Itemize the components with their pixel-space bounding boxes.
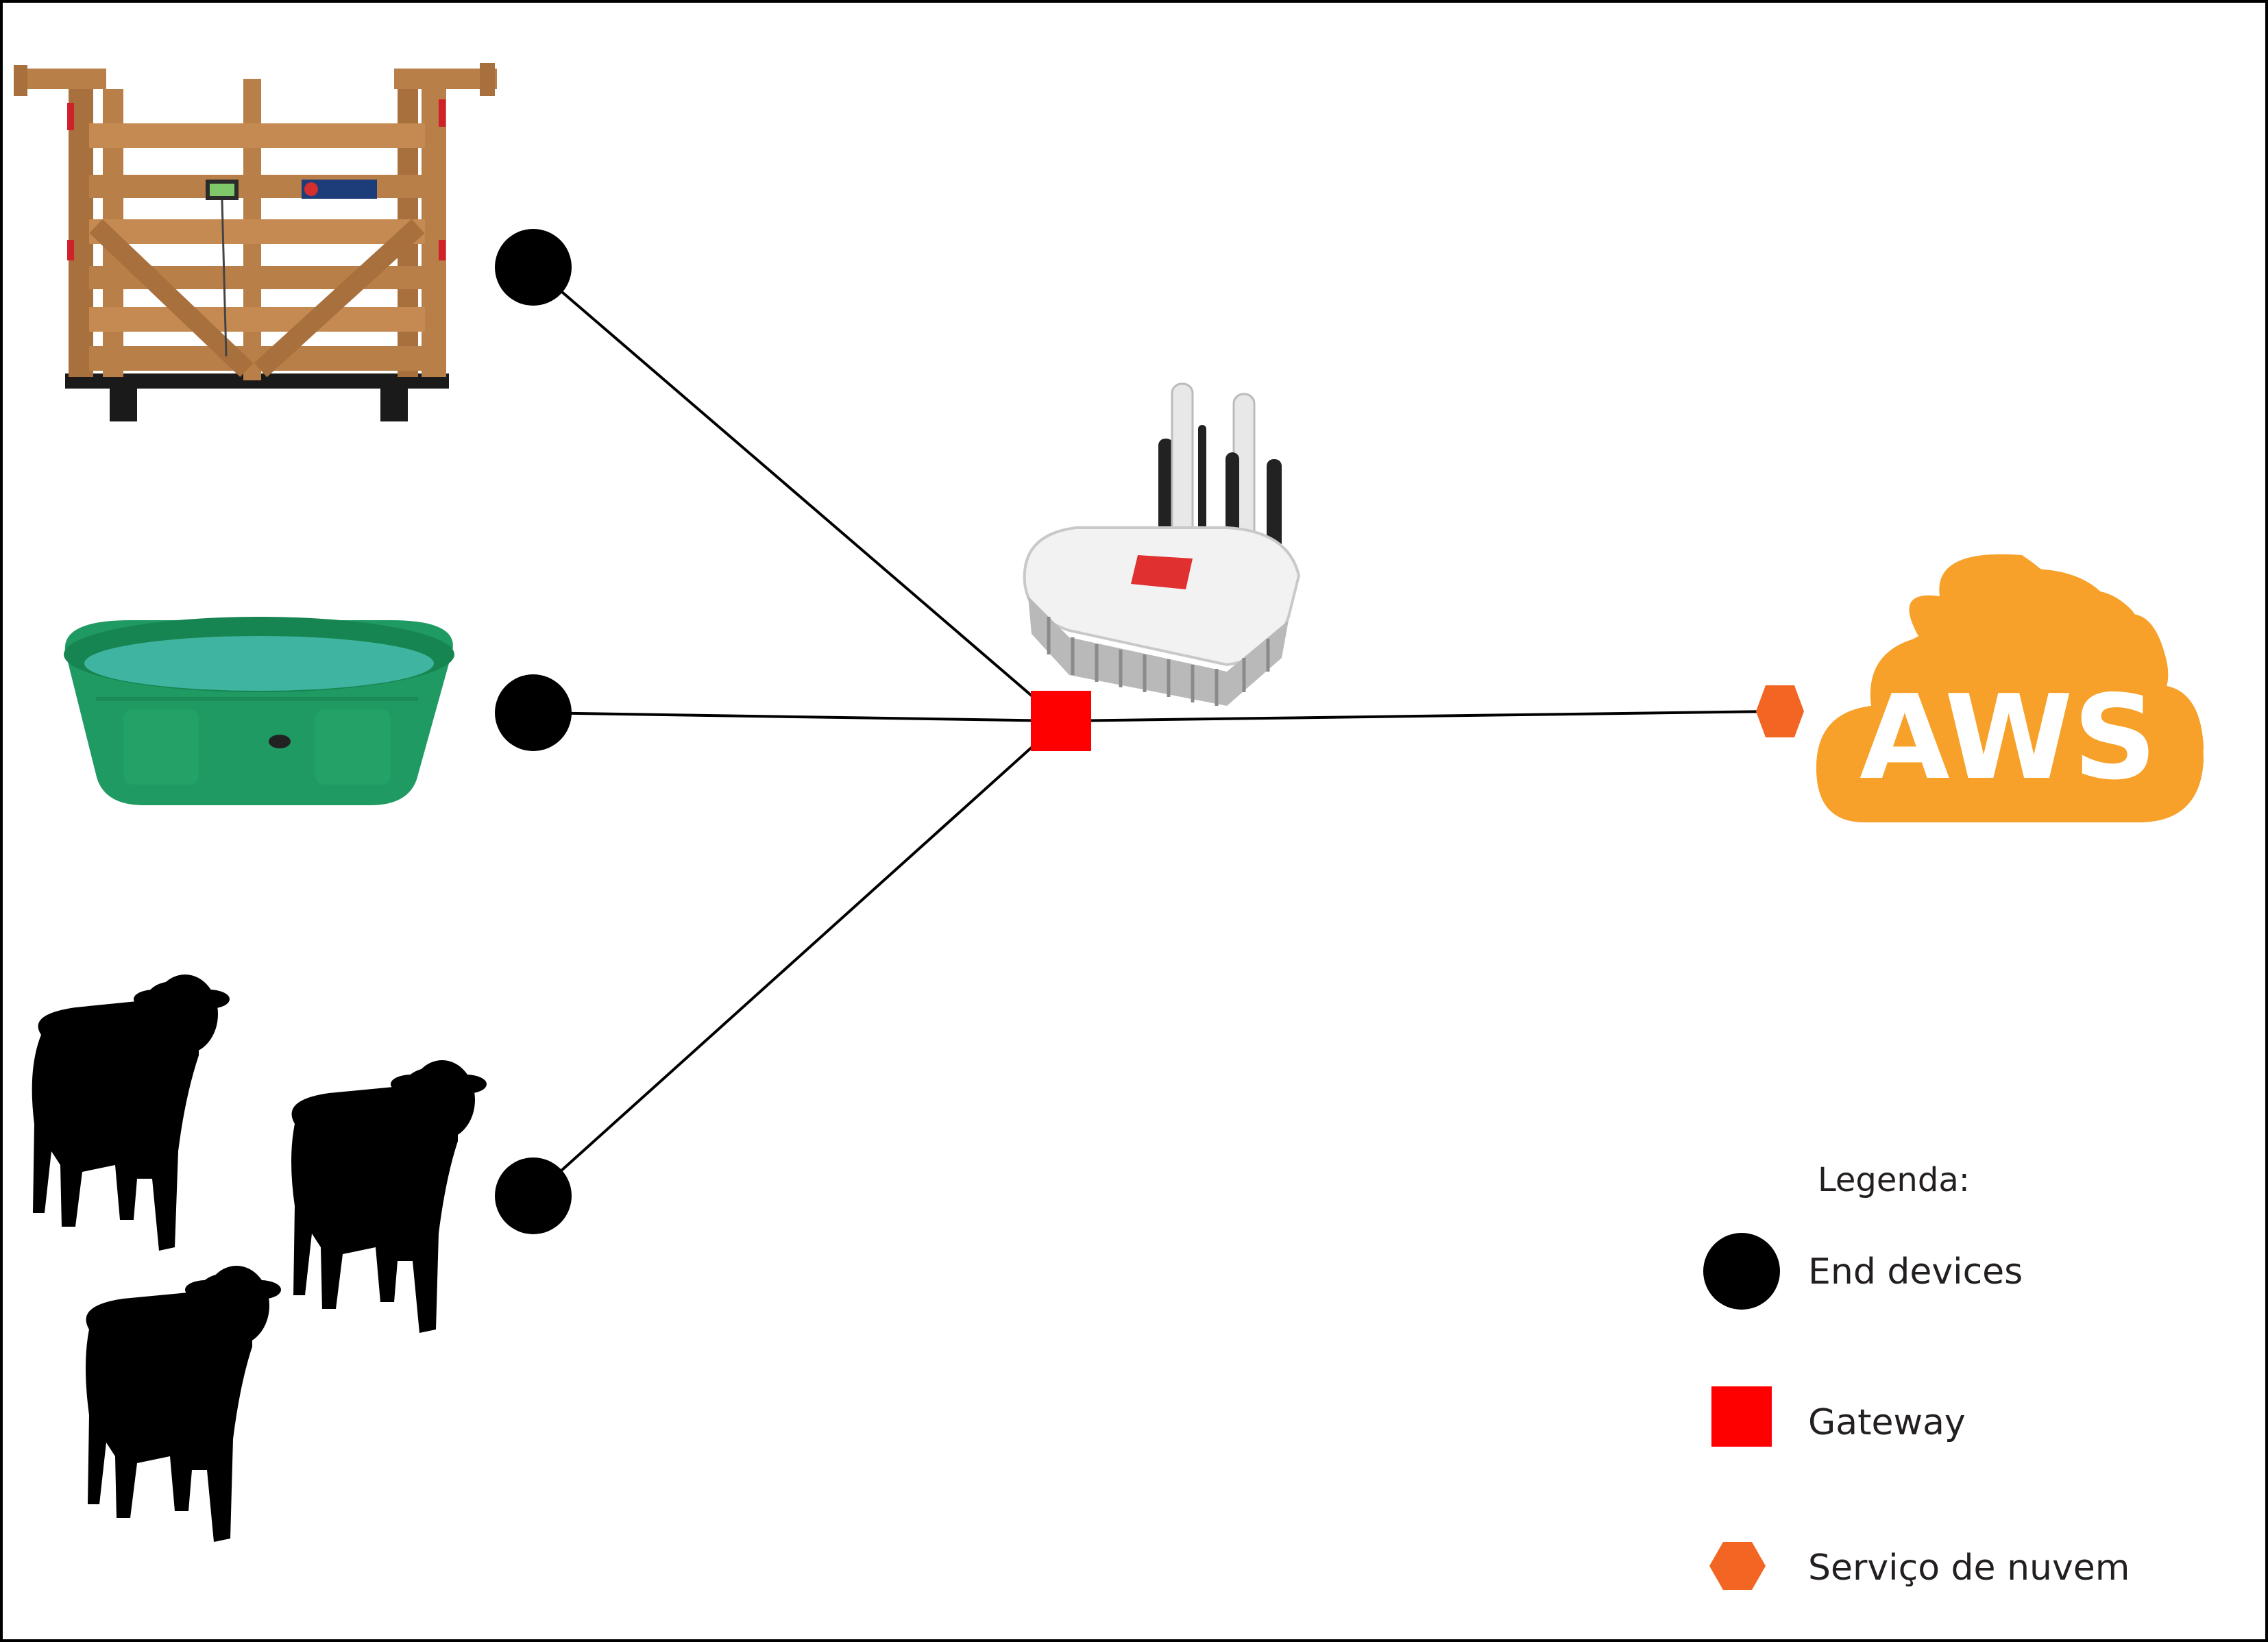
- cow-silhouette: [32, 975, 230, 1251]
- cloud-service-node[interactable]: [1756, 685, 1804, 737]
- legend-title: Legenda:: [1818, 1161, 1970, 1199]
- gateway-node[interactable]: [1031, 691, 1091, 751]
- gateway-brand-label: [1131, 555, 1193, 589]
- cloud-icon: AWS: [1816, 554, 2204, 822]
- cattle-scale-icon: [14, 63, 497, 421]
- link-scale-gateway: [532, 266, 1062, 722]
- link-cattle-gateway: [532, 720, 1062, 1197]
- cloud-label: AWS: [1859, 670, 2157, 806]
- end-device-node-trough[interactable]: [495, 674, 572, 751]
- cow-silhouette: [86, 1266, 281, 1542]
- legend-end-devices-label: End devices: [1808, 1251, 2023, 1292]
- legend-gateway-label: Gateway: [1808, 1402, 1966, 1443]
- link-gateway-cloud: [1060, 710, 1776, 722]
- cow-silhouette: [291, 1060, 487, 1333]
- connections: [532, 266, 1776, 1197]
- legend-cloud-service-icon: [1709, 1542, 1766, 1590]
- legend: Legenda: End devices Gateway Serviço de …: [1703, 1161, 2130, 1590]
- end-device-node-scale[interactable]: [495, 229, 572, 306]
- end-device-node-cattle[interactable]: [495, 1157, 572, 1234]
- legend-gateway-icon: [1711, 1386, 1772, 1447]
- cattle-herd-icon: [32, 975, 487, 1542]
- water-trough-icon: [64, 617, 454, 805]
- gateway-router-icon: [1023, 382, 1301, 706]
- legend-end-devices-icon: [1703, 1233, 1780, 1310]
- legend-cloud-service-label: Serviço de nuvem: [1808, 1547, 2130, 1589]
- link-trough-gateway: [533, 711, 1062, 722]
